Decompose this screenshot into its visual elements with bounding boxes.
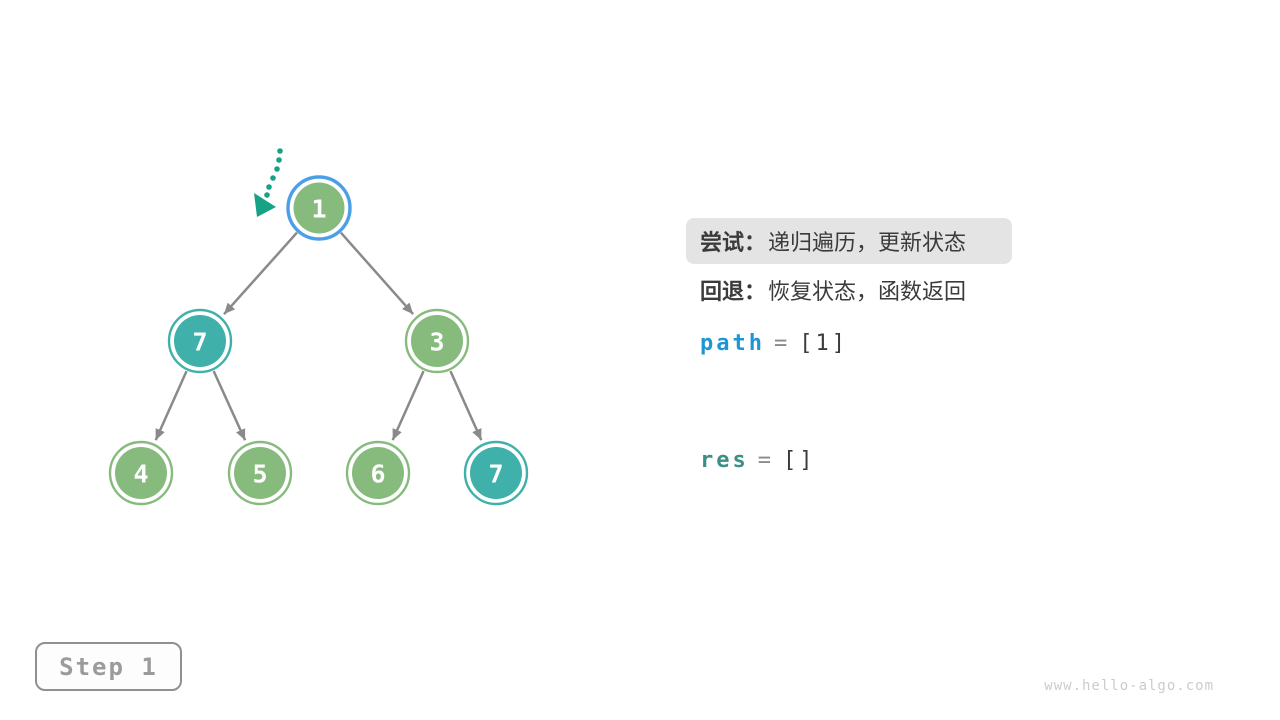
path-variable-name: path [700, 331, 765, 356]
tree-edge [212, 370, 247, 441]
tree-edge [449, 370, 483, 441]
tree-node-current: 1 [286, 175, 352, 241]
step-badge: Step 1 [35, 642, 182, 691]
tree-node: 7 [167, 308, 233, 374]
path-value: [1] [799, 331, 848, 356]
try-text: 递归遍历，更新状态 [768, 230, 967, 255]
res-value: [] [783, 448, 816, 473]
tree-edge [339, 231, 415, 315]
tree-edge [154, 370, 188, 441]
watermark-url: www.hello-algo.com [1044, 678, 1214, 694]
tree-node-value: 3 [429, 328, 444, 357]
tree-node-value: 6 [370, 460, 385, 489]
try-label: 尝试： [700, 230, 767, 255]
tree-node-value: 4 [133, 460, 148, 489]
tree-node: 7 [463, 440, 529, 506]
tree-node: 3 [404, 308, 470, 374]
path-variable-line: path = [1] [700, 329, 848, 359]
path-equals-sign: = [773, 331, 791, 356]
res-variable-name: res [700, 448, 749, 473]
tree-node: 5 [227, 440, 293, 506]
backtrack-line: 回退：恢复状态，函数返回 [700, 277, 966, 307]
tree-edge [391, 370, 425, 441]
current-node-pointer-arrow [254, 148, 283, 217]
tree-node: 4 [108, 440, 174, 506]
tree-node: 6 [345, 440, 411, 506]
tree-node-value: 7 [488, 460, 503, 489]
res-variable-line: res = [] [700, 446, 816, 476]
try-highlight-box: 尝试：递归遍历，更新状态 [686, 218, 1012, 264]
tree-node-value: 1 [311, 195, 326, 224]
backtrack-label: 回退： [700, 279, 767, 304]
res-equals-sign: = [757, 448, 774, 473]
pointer-arrowhead-icon [254, 193, 276, 217]
backtrack-text: 恢复状态，函数返回 [768, 279, 967, 304]
tree-edge [223, 231, 298, 316]
tree-node-value: 5 [252, 460, 267, 489]
tree-node-value: 7 [192, 328, 207, 357]
